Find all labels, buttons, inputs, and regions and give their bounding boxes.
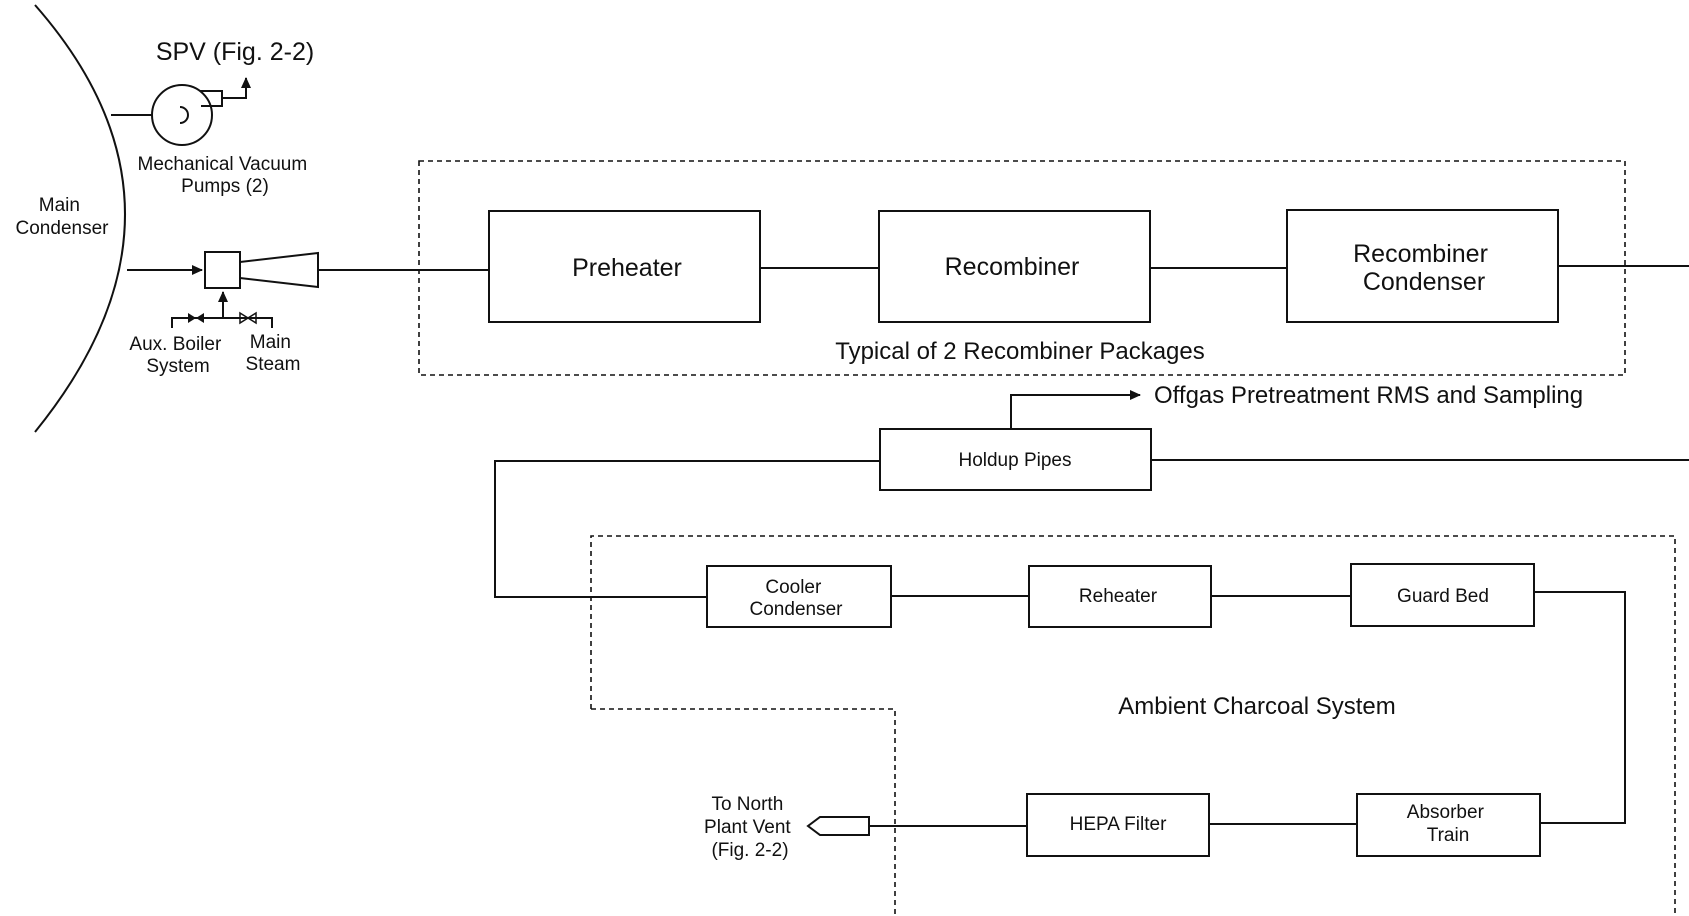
ambient-charcoal-label: Ambient Charcoal System <box>1118 693 1395 720</box>
spv-label: SPV (Fig. 2-2) <box>156 38 314 66</box>
ambient-charcoal-boundary <box>590 535 1676 916</box>
reheater-label: Reheater <box>1079 586 1158 607</box>
recombiner-condenser-label: Recombiner Condenser <box>1353 240 1495 296</box>
cooler-condenser-box <box>706 565 892 628</box>
holdup-to-cooler-line <box>494 460 880 598</box>
aux-boiler-label: Aux. Boiler System <box>129 334 226 377</box>
holdup-pipes-box <box>879 428 1152 491</box>
preheater-label: Preheater <box>572 254 682 282</box>
spv-discharge-line <box>222 77 251 99</box>
recombiner-condenser-box <box>1286 209 1559 323</box>
guard-bed-to-absorber-line <box>1534 591 1626 824</box>
plant-vent-connector-icon <box>806 816 870 836</box>
holdup-pipes-label: Holdup Pipes <box>958 450 1071 471</box>
ejector-mixing-chamber <box>204 251 241 289</box>
offgas-sampling-line <box>1010 390 1141 429</box>
main-steam-label: Main Steam <box>246 332 301 375</box>
vacuum-pump-icon <box>151 84 223 146</box>
recombiner-packages-label: Typical of 2 Recombiner Packages <box>835 338 1205 365</box>
offgas-sampling-label: Offgas Pretreatment RMS and Sampling <box>1154 382 1583 409</box>
hepa-filter-label: HEPA Filter <box>1070 814 1167 835</box>
steam-header-line <box>171 317 273 328</box>
recombiner-label: Recombiner <box>945 253 1080 281</box>
ejector-diffuser-icon <box>239 251 319 289</box>
recombiner-packages-boundary <box>418 160 1626 376</box>
aux-boiler-valve-icon <box>188 313 204 323</box>
cooler-condenser-label: Cooler Condenser <box>750 577 844 620</box>
reheater-box <box>1028 565 1212 628</box>
absorber-train-label: Absorber Train <box>1407 802 1489 846</box>
north-plant-vent-label: To North Plant Vent (Fig. 2-2) <box>704 794 796 861</box>
guard-bed-label: Guard Bed <box>1397 586 1489 607</box>
recombiner-box <box>878 210 1151 323</box>
main-condenser-label: Main Condenser <box>16 195 110 239</box>
hepa-filter-box <box>1026 793 1210 857</box>
vacuum-pumps-label: Mechanical Vacuum Pumps (2) <box>138 154 313 197</box>
main-condenser-shell <box>34 4 126 433</box>
main-steam-valve-icon <box>239 311 257 325</box>
preheater-box <box>488 210 761 323</box>
guard-bed-box <box>1350 563 1535 627</box>
